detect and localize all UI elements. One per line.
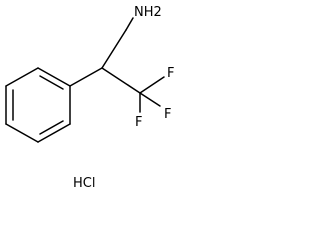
- fluorine-right-label: F: [164, 107, 171, 122]
- ring-bond-1: [37, 67, 71, 87]
- amine-label: NH2: [134, 5, 162, 20]
- fluorine-top-label: F: [167, 66, 174, 81]
- bond-c-to-f-top: [139, 76, 165, 94]
- bond-ch2-to-n: [125, 17, 134, 31]
- phenyl-ring: [5, 67, 71, 143]
- bond-c-to-f-right: [139, 92, 161, 107]
- salt-label: HCl: [73, 176, 95, 191]
- ring-bond-4: [5, 123, 39, 143]
- bond-ch-to-cf3: [101, 67, 141, 94]
- fluorine-bottom-label: F: [135, 115, 142, 130]
- bond-ch-to-ch2: [101, 29, 127, 69]
- molecular-structure: NH2 F F F HCl: [5, 5, 174, 191]
- ring-bond-6: [5, 67, 39, 87]
- bond-ring-to-ch: [69, 67, 103, 87]
- ring-double-bond-1: [39, 75, 64, 90]
- ring-bond-3: [37, 123, 71, 143]
- ring-double-bond-2: [39, 120, 64, 135]
